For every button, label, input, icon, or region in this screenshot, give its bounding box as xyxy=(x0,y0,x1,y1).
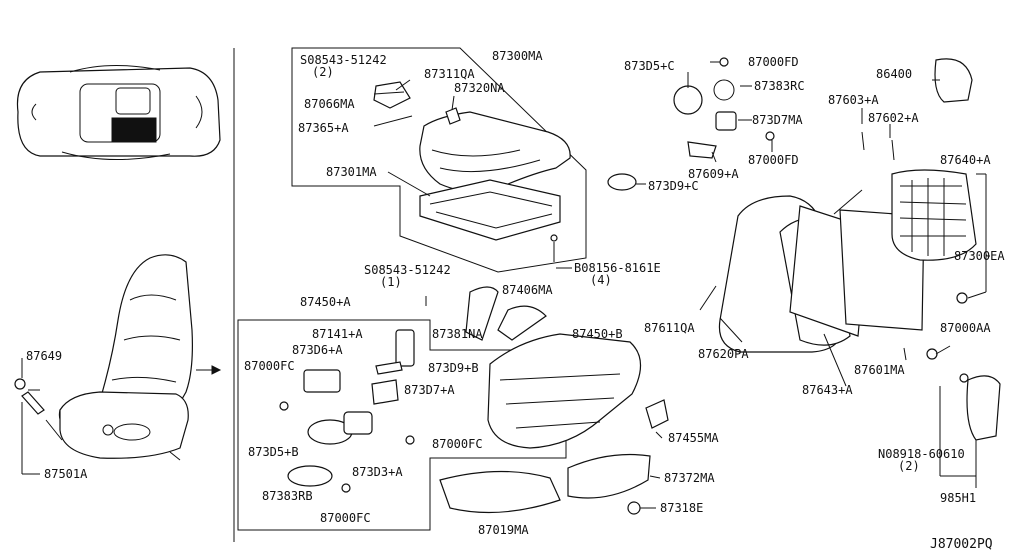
label-87000fc-3: 87000FC xyxy=(320,511,371,525)
label-87300ma: 87300MA xyxy=(492,49,543,63)
label-873d6a: 873D6+A xyxy=(292,343,343,357)
label-87000fd-1: 87000FD xyxy=(748,55,799,69)
label-873d5b: 873D5+B xyxy=(248,445,299,459)
label-873d7ma: 873D7MA xyxy=(752,113,803,127)
label-87000fc-1: 87000FC xyxy=(244,359,295,373)
car-overview-illustration xyxy=(16,65,221,161)
label-87311qa: 87311QA xyxy=(424,67,475,81)
label-87000aa: 87000AA xyxy=(940,321,991,335)
label-b08156-qty: (4) xyxy=(590,273,612,287)
label-87609a: 87609+A xyxy=(688,167,739,181)
label-87300ea: 87300EA xyxy=(954,249,1005,263)
label-b08156: B08156-8161E xyxy=(574,261,661,275)
label-87620pa: 87620PA xyxy=(698,347,749,361)
leader-lines xyxy=(21,61,990,509)
label-87301ma: 87301MA xyxy=(326,165,377,179)
bolt-part-87501a xyxy=(21,391,45,415)
label-87640a: 87640+A xyxy=(940,153,991,167)
label-87406ma: 87406MA xyxy=(502,283,553,297)
label-87381na: 87381NA xyxy=(432,327,483,341)
assembled-seat-illustration xyxy=(14,254,193,461)
label-985h1: 985H1 xyxy=(940,491,976,505)
seat-frame-rail xyxy=(439,286,669,515)
label-s08543-mid: S08543-51242 xyxy=(364,263,451,277)
label-873d3a: 873D3+A xyxy=(352,465,403,479)
label-87643a: 87643+A xyxy=(802,383,853,397)
label-87383rb: 87383RB xyxy=(262,489,313,503)
label-87603a: 87603+A xyxy=(828,93,879,107)
label-87318e: 87318E xyxy=(660,501,703,515)
seat-cushion-group xyxy=(291,47,587,273)
label-87450a: 87450+A xyxy=(300,295,351,309)
cap-part-87649 xyxy=(14,378,26,390)
label-873d9c: 873D9+C xyxy=(648,179,699,193)
label-87320na: 87320NA xyxy=(454,81,505,95)
label-87141a: 87141+A xyxy=(312,327,363,341)
label-87000fd-2: 87000FD xyxy=(748,153,799,167)
label-86400: 86400 xyxy=(876,67,912,81)
label-87365a: 87365+A xyxy=(298,121,349,135)
label-87501a: 87501A xyxy=(44,467,88,481)
label-87450b: 87450+B xyxy=(572,327,623,341)
label-s08543-top: S08543-51242 xyxy=(300,53,387,67)
backrest-assembly xyxy=(718,58,1001,441)
backrest-small-parts xyxy=(607,57,775,191)
label-n08918-qty: (2) xyxy=(898,459,920,473)
label-s08543-mid-qty: (1) xyxy=(380,275,402,289)
label-873d5c: 873D5+C xyxy=(624,59,675,73)
label-87601ma: 87601MA xyxy=(854,363,905,377)
diagram-id: J87002PQ xyxy=(930,537,993,552)
label-87455ma: 87455MA xyxy=(668,431,719,445)
label-87602a: 87602+A xyxy=(868,111,919,125)
label-87649: 87649 xyxy=(26,349,62,363)
label-87372ma: 87372MA xyxy=(664,471,715,485)
label-873d9b: 873D9+B xyxy=(428,361,479,375)
label-87019ma: 87019MA xyxy=(478,523,529,537)
label-n08918: N08918-60610 xyxy=(878,447,965,461)
seat-location-highlight xyxy=(111,117,157,143)
part-labels: 87300MA S08543-51242 (2) 87311QA 87066MA… xyxy=(26,49,1005,552)
arrow-icon xyxy=(211,365,222,375)
motor-switch-group xyxy=(237,319,567,531)
label-87611qa: 87611QA xyxy=(644,321,695,335)
label-s08543-top-qty: (2) xyxy=(312,65,334,79)
label-87000fc-2: 87000FC xyxy=(432,437,483,451)
label-87066ma: 87066MA xyxy=(304,97,355,111)
label-87383rc: 87383RC xyxy=(754,79,805,93)
label-873d7a: 873D7+A xyxy=(404,383,455,397)
